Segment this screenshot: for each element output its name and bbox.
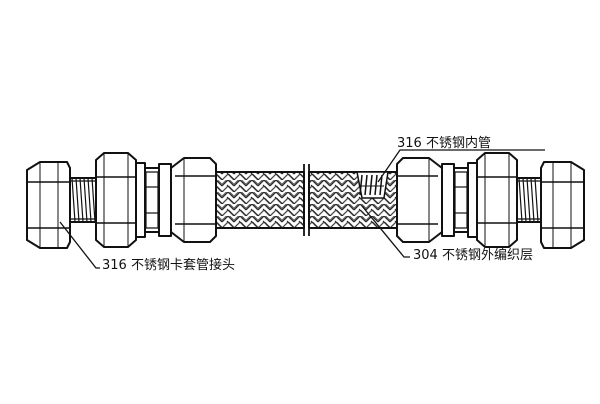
leader-fitting xyxy=(59,221,100,269)
left-collar xyxy=(135,162,172,238)
leader-braid xyxy=(361,205,410,258)
leader-inner-tube xyxy=(377,149,545,183)
braided-hose-left xyxy=(215,171,305,229)
right-tube-nut xyxy=(540,161,585,249)
inner-tube-label: 316 不锈钢内管 xyxy=(397,136,491,151)
right-ferrule xyxy=(396,157,443,243)
braid-label: 304 不锈钢外编织层 xyxy=(413,248,533,263)
right-hex-body xyxy=(476,152,518,248)
left-tube-nut xyxy=(26,161,71,249)
right-collar xyxy=(441,162,478,238)
left-thread xyxy=(69,177,97,223)
right-thread xyxy=(516,177,542,223)
left-hex-body xyxy=(95,152,137,248)
leader-lines xyxy=(59,149,545,269)
fitting-label: 316 不锈钢卡套管接头 xyxy=(102,258,235,273)
braided-hose-right xyxy=(308,171,398,229)
left-ferrule xyxy=(170,157,217,243)
